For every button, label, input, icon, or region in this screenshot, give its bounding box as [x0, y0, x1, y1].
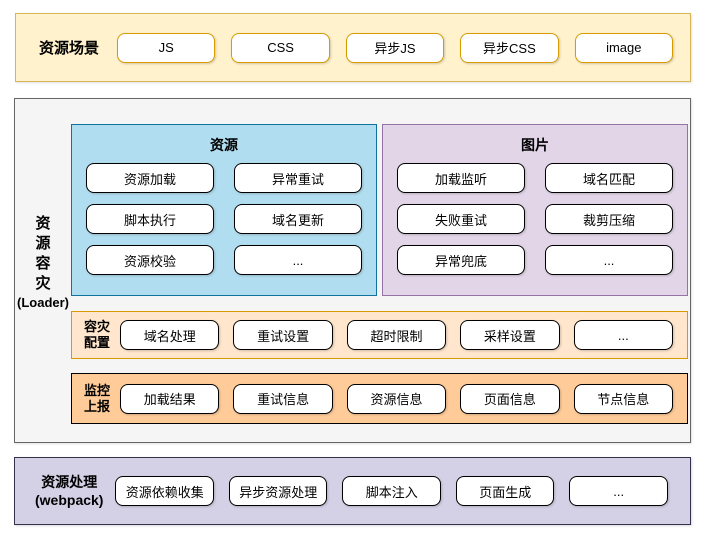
loader-label-char: 容	[35, 255, 51, 272]
image-chip-crop-compress: 裁剪压缩	[545, 204, 673, 234]
report-chip-retry-info: 重试信息	[233, 383, 333, 414]
resource-chip-verify: 资源校验	[86, 245, 214, 275]
disaster-config-row: 容灾 配置 域名处理 重试设置 超时限制 采样设置 ...	[71, 311, 688, 359]
monitor-report-row: 监控 上报 加载结果 重试信息 资源信息 页面信息 节点信息	[71, 373, 688, 424]
monitor-report-label: 监控 上报	[84, 382, 111, 414]
image-chip-fallback: 异常兜底	[397, 245, 525, 275]
image-chip-load-listen: 加载监听	[397, 163, 525, 193]
webpack-chip-dep-collect: 资源依赖收集	[115, 476, 214, 506]
loader-label-char: 资	[35, 215, 51, 232]
report-chip-node-info: 节点信息	[573, 383, 673, 414]
scene-chip-js: JS	[117, 32, 216, 63]
config-chip-more: ...	[573, 320, 673, 350]
loader-label-char: 源	[35, 235, 51, 252]
resource-group: 资源 资源加载 异常重试 脚本执行 域名更新 资源校验 ...	[71, 124, 377, 296]
image-chip-domain-match: 域名匹配	[545, 163, 673, 193]
report-chip-load-result: 加载结果	[120, 383, 220, 414]
report-chip-page-info: 页面信息	[460, 383, 560, 414]
loader-panel: 资 源 容 灾 (Loader) 资源 资源加载 异常重试 脚本执行 域名更新 …	[14, 98, 691, 443]
resource-group-title: 资源	[210, 137, 238, 153]
disaster-config-label: 容灾 配置	[84, 319, 111, 350]
config-chip-retry-setting: 重试设置	[233, 320, 333, 350]
webpack-chip-script-inject: 脚本注入	[342, 476, 441, 506]
resource-group-grid: 资源加载 异常重试 脚本执行 域名更新 资源校验 ...	[72, 163, 376, 275]
scene-chip-image: image	[574, 32, 673, 63]
monitor-report-chip-list: 加载结果 重试信息 资源信息 页面信息 节点信息	[120, 383, 673, 414]
resource-chip-retry: 异常重试	[234, 163, 362, 193]
resource-chip-domain-update: 域名更新	[234, 204, 362, 234]
loader-groups-row: 资源 资源加载 异常重试 脚本执行 域名更新 资源校验 ... 图片 加载监听 …	[71, 124, 688, 296]
scene-chip-css: CSS	[231, 32, 330, 63]
loader-label-char: 灾	[35, 275, 51, 292]
webpack-label: 资源处理 (webpack)	[35, 474, 104, 508]
resource-chip-more: ...	[234, 245, 362, 275]
image-chip-fail-retry: 失败重试	[397, 204, 525, 234]
webpack-band: 资源处理 (webpack) 资源依赖收集 异步资源处理 脚本注入 页面生成 .…	[14, 457, 691, 525]
scene-chip-async-js: 异步JS	[345, 32, 445, 63]
image-chip-more: ...	[545, 245, 673, 275]
report-chip-resource-info: 资源信息	[346, 383, 447, 414]
webpack-chip-more: ...	[569, 476, 668, 506]
resource-scenes-band: 资源场景 JS CSS 异步JS 异步CSS image	[15, 13, 691, 82]
resource-scenes-chip-list: JS CSS 异步JS 异步CSS image	[117, 32, 673, 63]
image-group: 图片 加载监听 域名匹配 失败重试 裁剪压缩 异常兜底 ...	[382, 124, 688, 296]
webpack-chip-list: 资源依赖收集 异步资源处理 脚本注入 页面生成 ...	[115, 476, 668, 506]
resource-chip-script-exec: 脚本执行	[86, 204, 214, 234]
scene-chip-async-css: 异步CSS	[460, 32, 559, 63]
webpack-chip-async-process: 异步资源处理	[228, 476, 328, 506]
config-chip-sampling: 采样设置	[460, 320, 560, 350]
loader-vertical-label: 资 源 容 灾 (Loader)	[15, 214, 71, 312]
webpack-chip-page-gen: 页面生成	[455, 476, 555, 506]
loader-label-sub: (Loader)	[17, 295, 69, 310]
config-chip-timeout-limit: 超时限制	[346, 320, 447, 350]
image-group-grid: 加载监听 域名匹配 失败重试 裁剪压缩 异常兜底 ...	[383, 163, 687, 275]
image-group-title: 图片	[521, 137, 549, 153]
config-chip-domain-handle: 域名处理	[120, 320, 220, 350]
resource-chip-load: 资源加载	[86, 163, 214, 193]
disaster-config-chip-list: 域名处理 重试设置 超时限制 采样设置 ...	[120, 320, 673, 350]
resource-scenes-label: 资源场景	[39, 40, 100, 57]
